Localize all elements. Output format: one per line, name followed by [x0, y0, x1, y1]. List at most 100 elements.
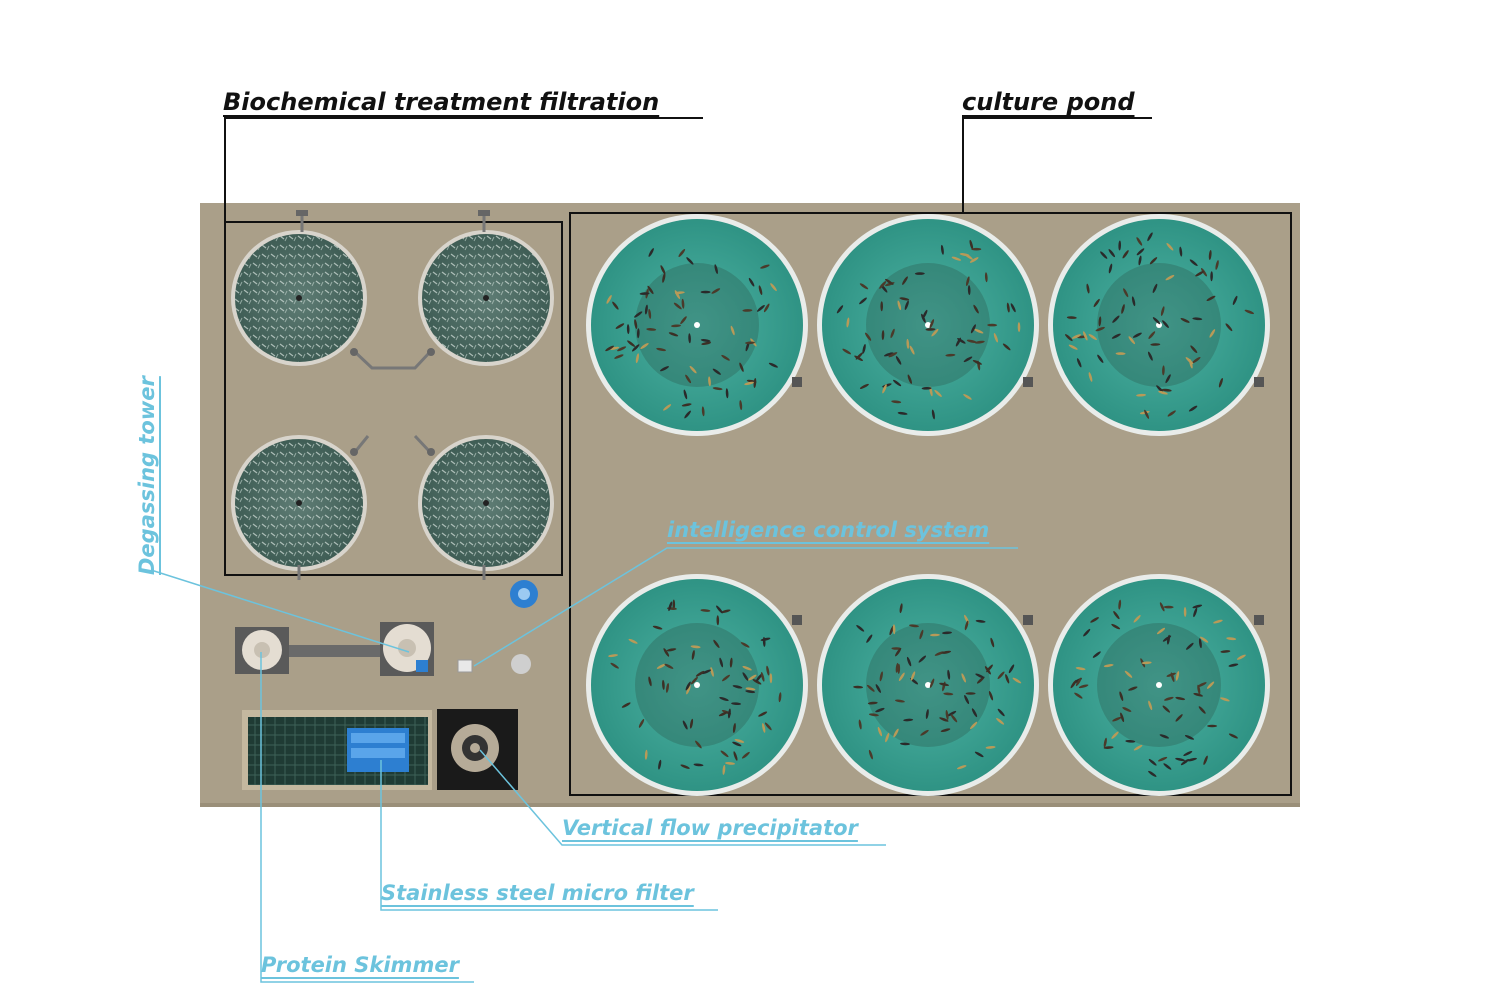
fish-mark	[695, 670, 705, 677]
degassing-tower-label: Degassing tower	[135, 376, 159, 575]
fish-mark	[1136, 393, 1147, 397]
fish-mark	[748, 277, 755, 287]
fish-mark	[621, 702, 631, 708]
fish-mark	[1133, 744, 1143, 751]
small-tank	[511, 654, 531, 674]
fish-mark	[1157, 756, 1168, 762]
fish-mark	[763, 303, 770, 313]
fish-mark	[638, 718, 645, 728]
fish-mark	[859, 383, 869, 389]
fish-mark	[647, 285, 654, 295]
fish-mark	[1017, 322, 1021, 333]
fish-mark	[1166, 242, 1174, 251]
fish-mark	[1218, 377, 1223, 388]
fish-layer	[605, 232, 1254, 777]
fish-mark	[1132, 332, 1142, 338]
fish-mark	[689, 365, 697, 374]
fish-mark	[964, 694, 970, 705]
fish-mark	[970, 721, 978, 730]
fish-mark	[719, 696, 729, 702]
fish-mark	[778, 692, 782, 703]
fish-mark	[634, 319, 638, 330]
fish-mark	[1158, 390, 1168, 395]
fish-mark	[725, 762, 735, 765]
fish-mark	[1083, 331, 1088, 341]
fish-mark	[673, 302, 682, 310]
fish-mark	[716, 605, 723, 614]
biochemical-leader-line	[224, 117, 703, 222]
fish-mark	[700, 609, 711, 612]
fish-mark	[1162, 365, 1165, 376]
fish-mark	[631, 344, 640, 352]
fish-mark	[666, 648, 677, 652]
fish-mark	[1244, 309, 1254, 315]
fish-mark	[945, 353, 956, 357]
fish-mark	[746, 379, 757, 383]
culture-tank	[1048, 574, 1270, 796]
fish-mark	[1225, 323, 1233, 332]
degassing-leader-line	[150, 569, 410, 653]
fish-mark	[1138, 255, 1142, 266]
fish-mark	[967, 285, 971, 296]
fish-mark	[1078, 684, 1089, 689]
fish-mark	[1201, 267, 1207, 277]
fish-mark	[665, 682, 670, 693]
stainless-steel-micro-filter-label: Stainless steel micro filter	[381, 881, 694, 905]
fish-mark	[769, 673, 773, 684]
fish-mark	[681, 403, 692, 407]
fish-mark	[713, 639, 720, 649]
fish-mark	[671, 324, 681, 328]
fish-mark	[719, 657, 724, 668]
culture-pond-label: culture pond	[962, 88, 1135, 116]
fish-mark	[1179, 246, 1183, 257]
fish-mark	[663, 648, 670, 657]
fish-mark	[1090, 617, 1099, 623]
fish-mark	[1125, 739, 1136, 743]
fish-mark	[680, 316, 687, 325]
fish-mark	[1208, 250, 1212, 260]
fish-mark	[879, 671, 883, 682]
fish-mark	[875, 707, 885, 713]
fish-mark	[895, 356, 902, 365]
fish-mark	[1193, 607, 1198, 618]
fish-mark	[925, 709, 929, 719]
fish-mark	[656, 347, 667, 352]
fish-mark	[897, 411, 908, 415]
fish-mark	[965, 276, 970, 287]
fish-mark	[610, 662, 619, 669]
fish-mark	[939, 717, 949, 722]
fish-mark	[985, 746, 996, 749]
fish-mark	[842, 348, 852, 355]
fish-mark	[1112, 315, 1120, 323]
fish-mark	[1108, 263, 1113, 274]
fish-mark	[1103, 746, 1114, 749]
fish-mark	[1228, 733, 1238, 739]
fish-mark	[974, 340, 985, 344]
fish-mark	[1236, 654, 1246, 660]
fish-mark	[1175, 696, 1186, 701]
fish-mark	[700, 339, 711, 342]
fish-mark	[858, 719, 862, 730]
fish-mark	[1136, 248, 1145, 256]
fish-mark	[993, 332, 999, 343]
fish-mark	[1005, 674, 1010, 684]
fish-mark	[1112, 716, 1122, 722]
fish-mark	[1071, 334, 1082, 339]
fish-mark	[1103, 664, 1114, 668]
fish-mark	[1188, 405, 1198, 412]
fish-mark	[1131, 296, 1136, 307]
fish-mark	[1167, 410, 1176, 417]
fish-mark	[984, 272, 988, 283]
fish-mark	[689, 718, 694, 729]
fish-mark	[695, 740, 702, 749]
fish-mark	[1111, 623, 1121, 630]
fish-mark	[1066, 316, 1077, 319]
fish-mark	[942, 631, 952, 635]
fish-mark	[1070, 679, 1077, 689]
fish-mark	[760, 672, 765, 682]
fish-mark	[1147, 351, 1153, 361]
fish-mark	[875, 684, 881, 693]
control-box	[457, 659, 473, 673]
fish-mark	[690, 645, 701, 649]
fish-mark	[748, 674, 757, 681]
